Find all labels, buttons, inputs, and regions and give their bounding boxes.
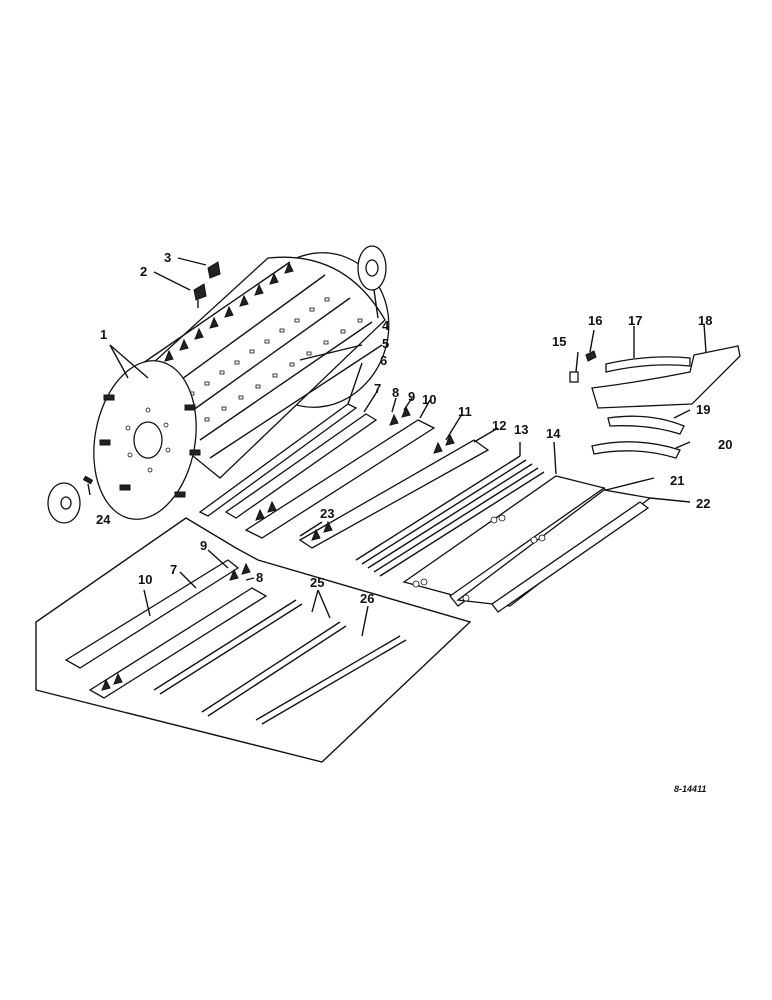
callout-20: 20: [718, 437, 732, 452]
callout-labels: 1 2 3 4 5 6 7 8 9 10 11 12 13 14 15 16 1…: [96, 250, 732, 606]
callout-15: 15: [552, 334, 566, 349]
drawing-number: 8-14411: [674, 784, 706, 794]
callout-1: 1: [100, 327, 107, 342]
callout-17: 17: [628, 313, 642, 328]
callout-16: 16: [588, 313, 602, 328]
inset-frame: [35, 517, 472, 763]
callout-22: 22: [696, 496, 710, 511]
callout-18: 18: [698, 313, 712, 328]
callout-2: 2: [140, 264, 147, 279]
plate-parts: [402, 475, 652, 613]
inset-callout-10: 10: [138, 572, 152, 587]
callout-19: 19: [696, 402, 710, 417]
callout-10: 10: [422, 392, 436, 407]
callout-12: 12: [492, 418, 506, 433]
callout-13: 13: [514, 422, 528, 437]
callout-6: 6: [380, 353, 387, 368]
inset-callout-9: 9: [200, 538, 207, 553]
callout-11: 11: [458, 404, 472, 419]
callout-8: 8: [392, 385, 399, 400]
rasp-tooth-parts: [193, 261, 221, 308]
wire-bar-set: [355, 455, 545, 577]
callout-7: 7: [374, 381, 381, 396]
inset-callout-25: 25: [310, 575, 324, 590]
callout-9: 9: [408, 389, 415, 404]
cylinder-assembly: [93, 252, 390, 520]
callout-21: 21: [670, 473, 684, 488]
leader-lines: [87, 257, 707, 637]
inset-callout-26: 26: [360, 591, 374, 606]
callout-23: 23: [320, 506, 334, 521]
bar-parts: [198, 403, 490, 549]
callout-5: 5: [382, 336, 389, 351]
concave-segments: [569, 345, 741, 459]
cylinder-hub: [357, 245, 387, 291]
end-hub: [47, 475, 94, 524]
callout-3: 3: [164, 250, 171, 265]
callout-4: 4: [382, 318, 390, 333]
callout-24: 24: [96, 512, 111, 527]
inset-callout-7: 7: [170, 562, 177, 577]
inset-callout-8: 8: [256, 570, 263, 585]
callout-14: 14: [546, 426, 561, 441]
